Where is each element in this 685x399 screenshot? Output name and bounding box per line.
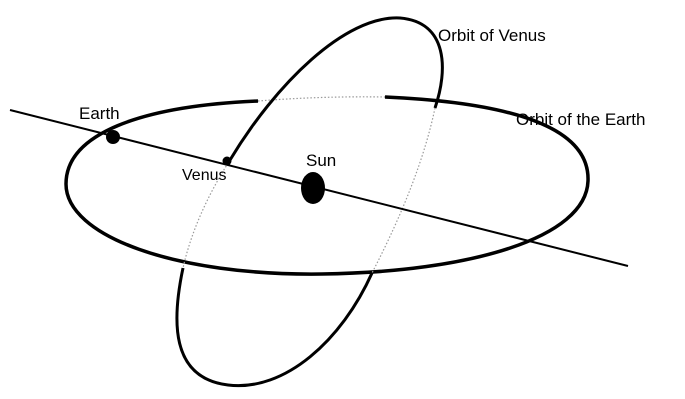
sun-label: Sun xyxy=(306,151,336,170)
venus-orbit-upper-arc xyxy=(230,18,442,160)
sun-disc xyxy=(301,172,325,204)
venus-orbit-lower-arc xyxy=(177,268,372,386)
orbit-of-venus-label: Orbit of Venus xyxy=(438,26,546,45)
earth-orbit-back-arc xyxy=(258,97,385,101)
earth-orbit-path xyxy=(66,97,588,274)
venus-orbit-hidden-arc-back xyxy=(372,108,435,273)
orbit-of-earth-label: Orbit of the Earth xyxy=(516,110,645,129)
venus-dot xyxy=(223,157,232,166)
earth-dot xyxy=(106,130,120,144)
venus-label: Venus xyxy=(182,167,226,184)
earth-label: Earth xyxy=(79,104,120,123)
